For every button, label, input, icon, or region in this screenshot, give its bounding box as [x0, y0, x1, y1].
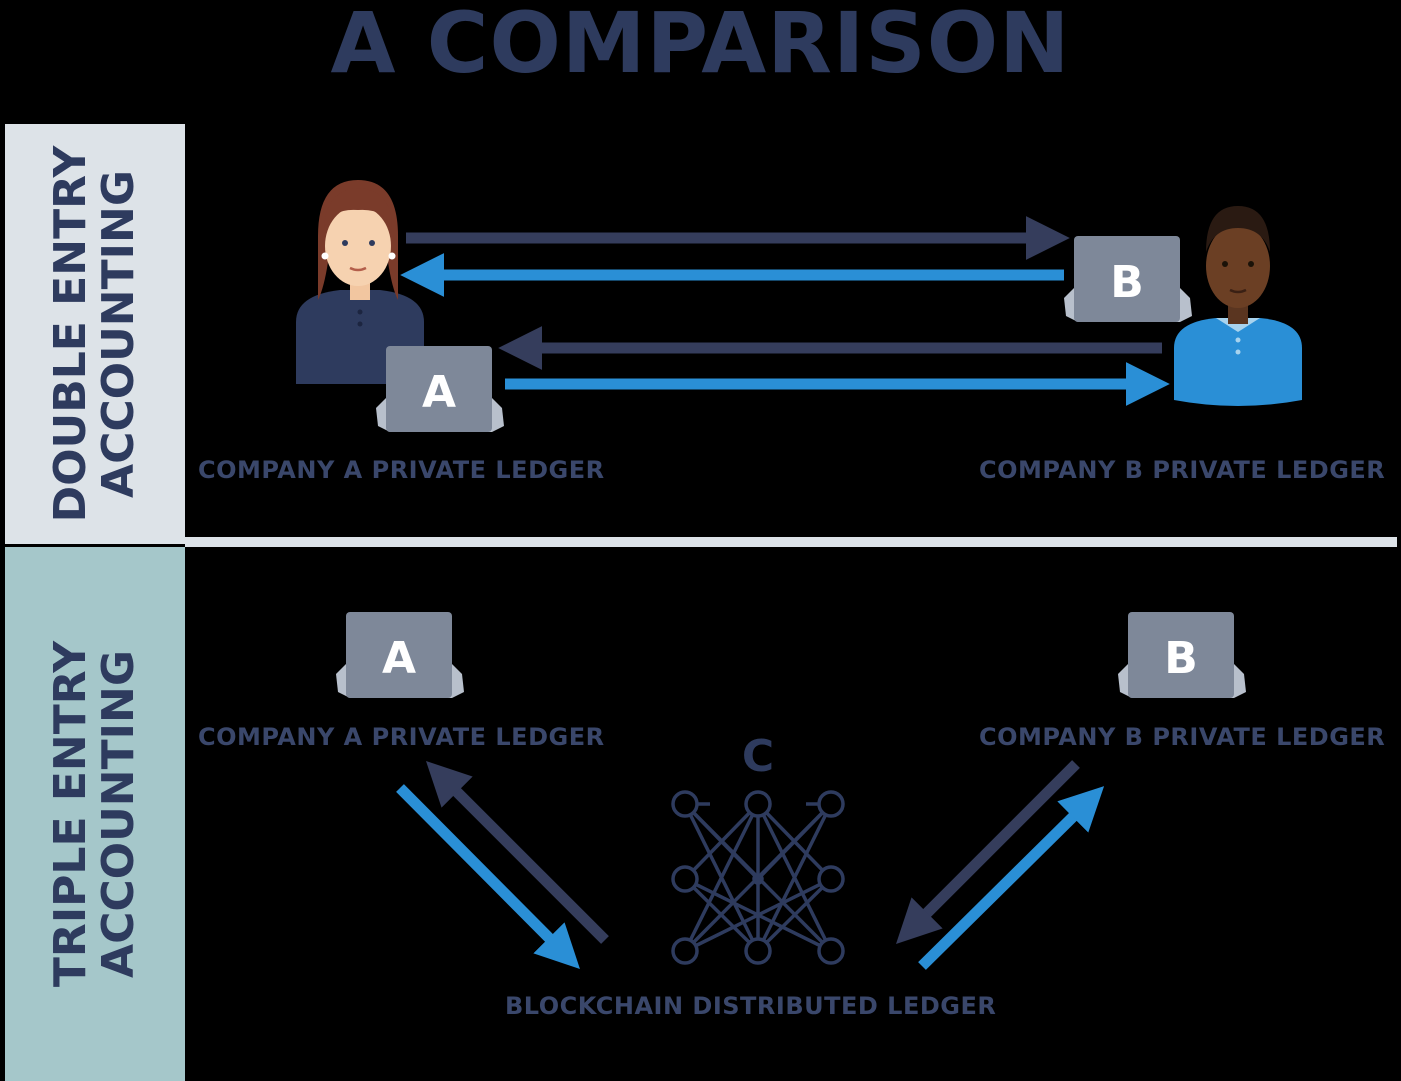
laptop-a-icon: A: [376, 346, 504, 432]
arrow-blockchain-to-a: [425, 760, 609, 944]
arrow-b-to-blockchain: [895, 760, 1080, 945]
company-a-ledger-label: COMPANY A PRIVATE LEDGER: [198, 456, 605, 484]
arrow-blockchain-to-b: [918, 786, 1105, 970]
laptop-b-icon: B: [1064, 236, 1192, 322]
triple-entry-band: TRIPLE ENTRY ACCOUNTING: [5, 547, 185, 1081]
network-c-letter: C: [742, 731, 774, 782]
network-node-icon: [671, 790, 845, 965]
company-a-ledger-label-triple: COMPANY A PRIVATE LEDGER: [198, 723, 605, 751]
laptop-b-icon-triple: B: [1118, 612, 1246, 698]
laptop-a-icon-triple: A: [336, 612, 464, 698]
arrow-a-to-blockchain: [396, 784, 580, 970]
company-b-ledger-label-triple: COMPANY B PRIVATE LEDGER: [979, 723, 1386, 751]
man-avatar-icon: [1174, 206, 1302, 406]
blockchain-ledger-label: BLOCKCHAIN DISTRIBUTED LEDGER: [505, 992, 997, 1020]
company-b-ledger-label: COMPANY B PRIVATE LEDGER: [979, 456, 1386, 484]
laptop-a-letter-triple: A: [382, 633, 416, 684]
double-entry-band: DOUBLE ENTRY ACCOUNTING: [5, 124, 185, 544]
woman-avatar-icon: [296, 180, 424, 384]
laptop-b-letter-triple: B: [1164, 633, 1198, 684]
laptop-a-letter: A: [422, 367, 456, 418]
laptop-b-letter: B: [1110, 257, 1144, 308]
section-divider: [185, 537, 1397, 547]
page-title: A COMPARISON: [330, 0, 1071, 92]
